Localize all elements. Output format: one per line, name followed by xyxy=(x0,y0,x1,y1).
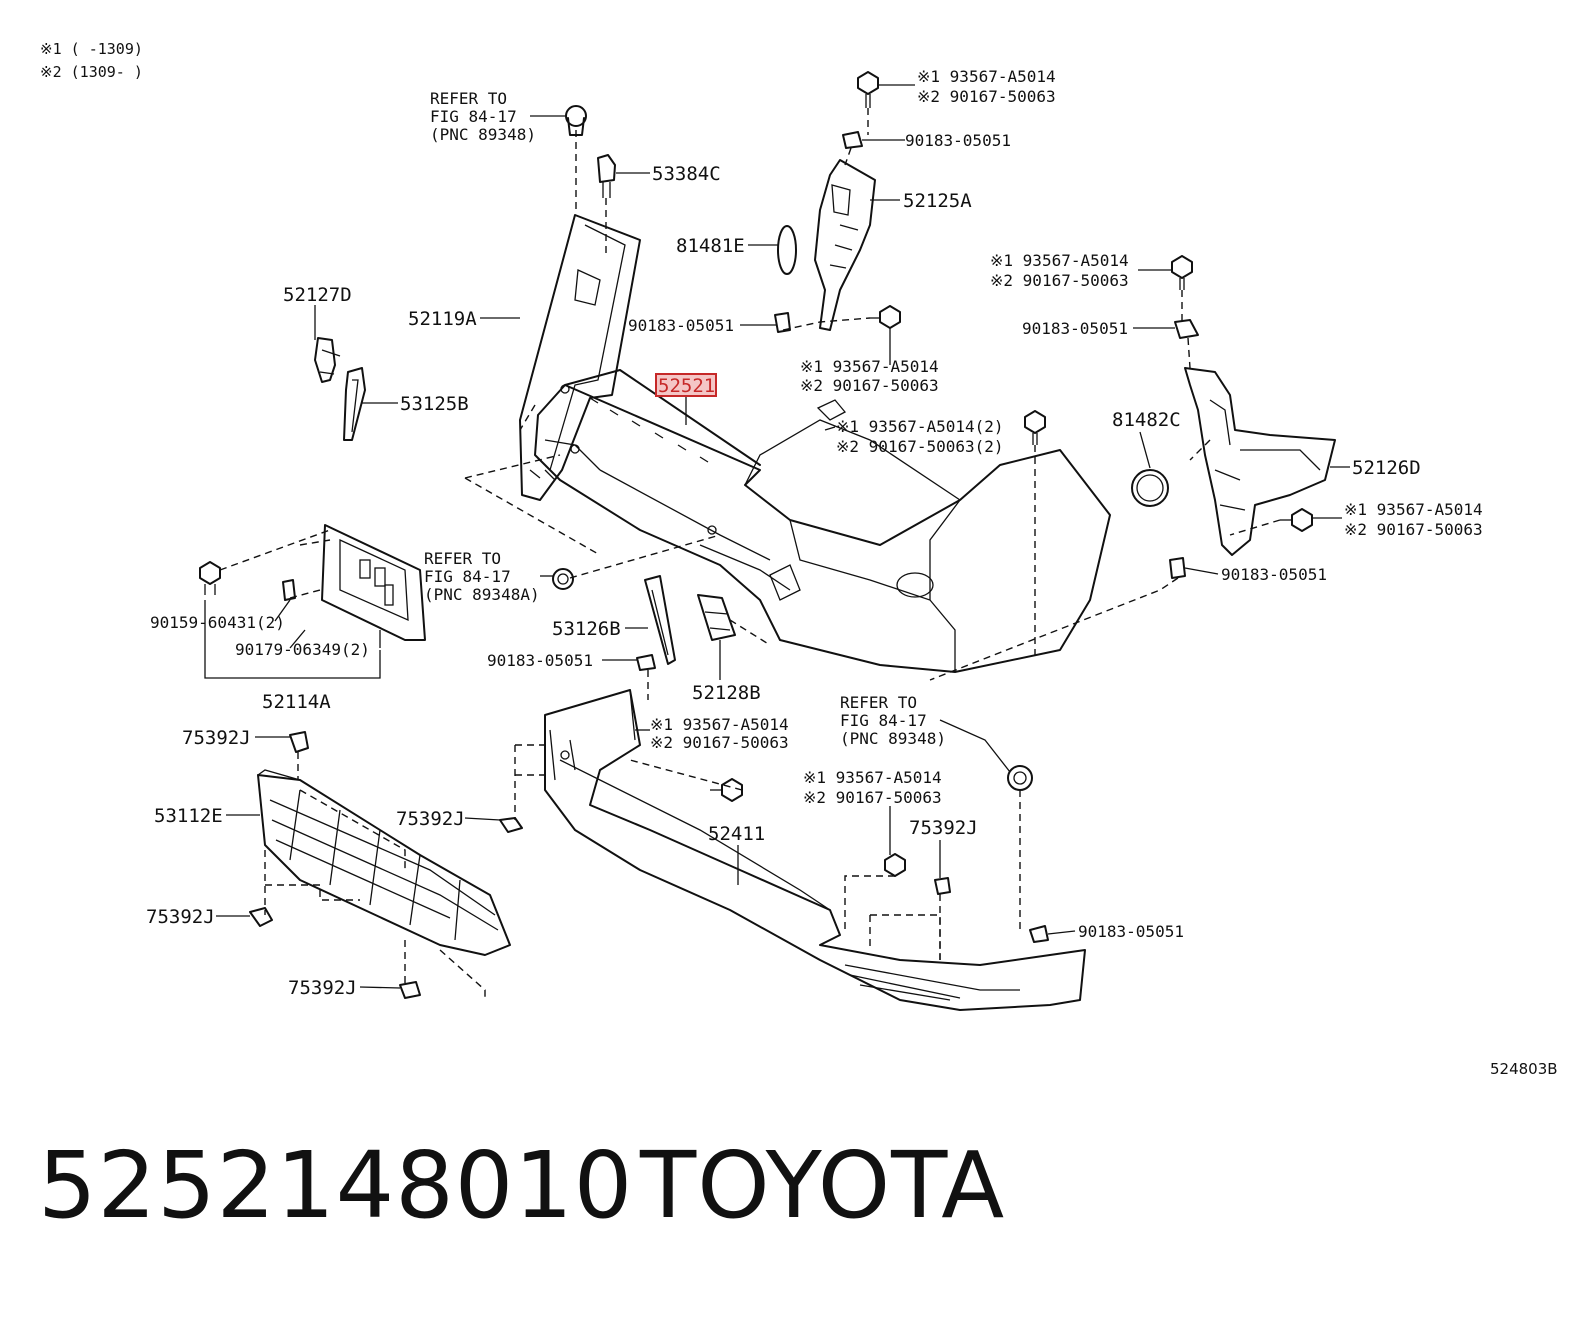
figure-code: 524803B xyxy=(1490,1060,1558,1078)
label-75392j-mid[interactable]: 75392J xyxy=(396,808,465,830)
label-52128b[interactable]: 52128B xyxy=(692,682,761,704)
label-90183-mid-left[interactable]: 90183-05051 xyxy=(628,316,734,335)
lower-grille xyxy=(257,769,511,956)
label-90183-left[interactable]: 90183-05051 xyxy=(487,651,593,670)
callout-top-right: ※1 93567-A5014 ※2 90167-50063 xyxy=(917,67,1056,106)
label-90183-right[interactable]: 90183-05051 xyxy=(1221,565,1327,584)
label-53112e[interactable]: 53112E xyxy=(154,805,223,827)
svg-text:REFER TO: REFER TO xyxy=(424,549,501,568)
callout-right-top: ※1 93567-A5014 ※2 90167-50063 xyxy=(990,251,1129,290)
svg-text:※2 90167-50063: ※2 90167-50063 xyxy=(650,733,789,752)
label-90183-top[interactable]: 90183-05051 xyxy=(905,131,1011,150)
callout-lower-left: ※1 93567-A5014 ※2 90167-50063 xyxy=(650,715,789,752)
svg-text:REFER TO: REFER TO xyxy=(430,89,507,108)
svg-text:(PNC 89348): (PNC 89348) xyxy=(430,125,536,144)
fasteners xyxy=(249,71,1313,999)
callout-center: ※1 93567-A5014(2) ※2 90167-50063(2) xyxy=(836,417,1004,456)
label-90159[interactable]: 90159-60431(2) xyxy=(150,613,285,632)
bracket-52127d xyxy=(314,337,341,383)
svg-text:FIG 84-17: FIG 84-17 xyxy=(430,107,517,126)
label-75392j-left[interactable]: 75392J xyxy=(146,906,215,928)
svg-text:(PNC 89348): (PNC 89348) xyxy=(840,729,946,748)
label-90183-bottom[interactable]: 90183-05051 xyxy=(1078,922,1184,941)
refer-to-mid: REFER TO FIG 84-17 (PNC 89348A) xyxy=(424,549,540,604)
svg-text:REFER TO: REFER TO xyxy=(840,693,917,712)
label-52521[interactable]: 52521 xyxy=(658,375,715,397)
svg-text:※1 93567-A5014: ※1 93567-A5014 xyxy=(917,67,1056,86)
bracket-53125b xyxy=(343,367,366,441)
label-75392j-bottom[interactable]: 75392J xyxy=(288,977,357,999)
svg-text:※2 90167-50063: ※2 90167-50063 xyxy=(1344,520,1483,539)
license-bracket xyxy=(199,524,426,641)
label-75392j-top[interactable]: 75392J xyxy=(182,727,251,749)
svg-text:※2 90167-50063: ※2 90167-50063 xyxy=(803,788,942,807)
refer-to-low: REFER TO FIG 84-17 (PNC 89348) xyxy=(840,693,946,748)
label-90183-right-top[interactable]: 90183-05051 xyxy=(1022,319,1128,338)
note-2: ※2 (1309- ) xyxy=(40,63,143,81)
label-52127d[interactable]: 52127D xyxy=(283,284,352,306)
leader-lines xyxy=(204,84,1350,989)
lower-spoiler xyxy=(544,689,1086,1011)
svg-text:(PNC 89348A): (PNC 89348A) xyxy=(424,585,540,604)
label-90179[interactable]: 90179-06349(2) xyxy=(235,640,370,659)
side-bracket-52126d xyxy=(1131,367,1336,556)
svg-text:FIG 84-17: FIG 84-17 xyxy=(424,567,511,586)
callout-right-side: ※1 93567-A5014 ※2 90167-50063 xyxy=(1344,500,1483,539)
label-52119a[interactable]: 52119A xyxy=(408,308,477,330)
svg-text:※1 93567-A5014: ※1 93567-A5014 xyxy=(650,715,789,734)
svg-text:※2 90167-50063(2): ※2 90167-50063(2) xyxy=(836,437,1004,456)
refer-to-top: REFER TO FIG 84-17 (PNC 89348) xyxy=(430,89,536,144)
svg-text:※2 90167-50063: ※2 90167-50063 xyxy=(990,271,1129,290)
label-52125a[interactable]: 52125A xyxy=(903,190,972,212)
bracket-52128b xyxy=(697,594,736,641)
label-81481e[interactable]: 81481E xyxy=(676,235,745,257)
svg-text:※1 93567-A5014(2): ※1 93567-A5014(2) xyxy=(836,417,1004,436)
svg-text:※1 93567-A5014: ※1 93567-A5014 xyxy=(1344,500,1483,519)
label-75392j-right[interactable]: 75392J xyxy=(909,817,978,839)
label-52126d[interactable]: 52126D xyxy=(1352,457,1421,479)
callout-lower-mid: ※1 93567-A5014 ※2 90167-50063 xyxy=(803,768,942,807)
label-53125b[interactable]: 53125B xyxy=(400,393,469,415)
label-81482c[interactable]: 81482C xyxy=(1112,409,1181,431)
bracket-53126b xyxy=(644,575,676,665)
label-52114a[interactable]: 52114A xyxy=(262,691,331,713)
svg-text:※1 93567-A5014: ※1 93567-A5014 xyxy=(990,251,1129,270)
bumper-cover xyxy=(534,369,1111,673)
highlight-52521[interactable]: 52521 xyxy=(655,373,717,397)
svg-text:FIG 84-17: FIG 84-17 xyxy=(840,711,927,730)
label-52411[interactable]: 52411 xyxy=(708,823,765,845)
side-bracket-52125a xyxy=(777,159,876,331)
svg-text:※1 93567-A5014: ※1 93567-A5014 xyxy=(803,768,942,787)
footer-part-number: 5252148010 xyxy=(38,1132,634,1239)
footer-brand: TOYOTA xyxy=(640,1132,1006,1239)
svg-text:※2 90167-50063: ※2 90167-50063 xyxy=(917,87,1056,106)
assembly-lines xyxy=(219,108,1281,1000)
svg-text:※2 90167-50063: ※2 90167-50063 xyxy=(800,376,939,395)
callout-mid: ※1 93567-A5014 ※2 90167-50063 xyxy=(800,357,939,395)
label-53126b[interactable]: 53126B xyxy=(552,618,621,640)
note-1: ※1 ( -1309) xyxy=(40,40,143,58)
upper-retainer xyxy=(519,214,641,501)
svg-text:※1 93567-A5014: ※1 93567-A5014 xyxy=(800,357,939,376)
label-53384c[interactable]: 53384C xyxy=(652,163,721,185)
